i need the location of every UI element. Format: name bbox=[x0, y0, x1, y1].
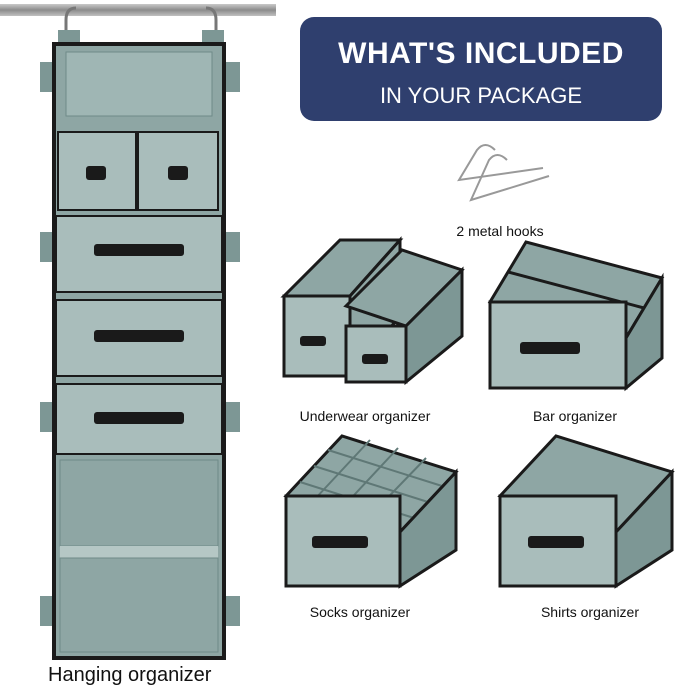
socks-organizer-label: Socks organizer bbox=[309, 604, 411, 620]
metal-hooks-image bbox=[457, 144, 550, 202]
underwear-organizer-image bbox=[280, 236, 465, 386]
hanging-organizer-label: Hanging organizer bbox=[48, 664, 212, 686]
underwear-organizer-label: Underwear organizer bbox=[299, 408, 431, 424]
whats-included-banner: WHAT'S INCLUDED IN YOUR PACKAGE bbox=[300, 17, 662, 121]
banner-title: WHAT'S INCLUDED bbox=[338, 37, 624, 70]
socks-organizer-image bbox=[283, 434, 459, 589]
bar-organizer-image bbox=[487, 240, 665, 392]
shirts-organizer-image bbox=[497, 434, 675, 589]
banner-subtitle: IN YOUR PACKAGE bbox=[379, 83, 583, 108]
bar-organizer-label: Bar organizer bbox=[532, 408, 618, 424]
metal-hooks-label: 2 metal hooks bbox=[456, 223, 544, 239]
shirts-organizer-label: Shirts organizer bbox=[540, 604, 640, 620]
hanging-organizer-image bbox=[40, 6, 240, 660]
